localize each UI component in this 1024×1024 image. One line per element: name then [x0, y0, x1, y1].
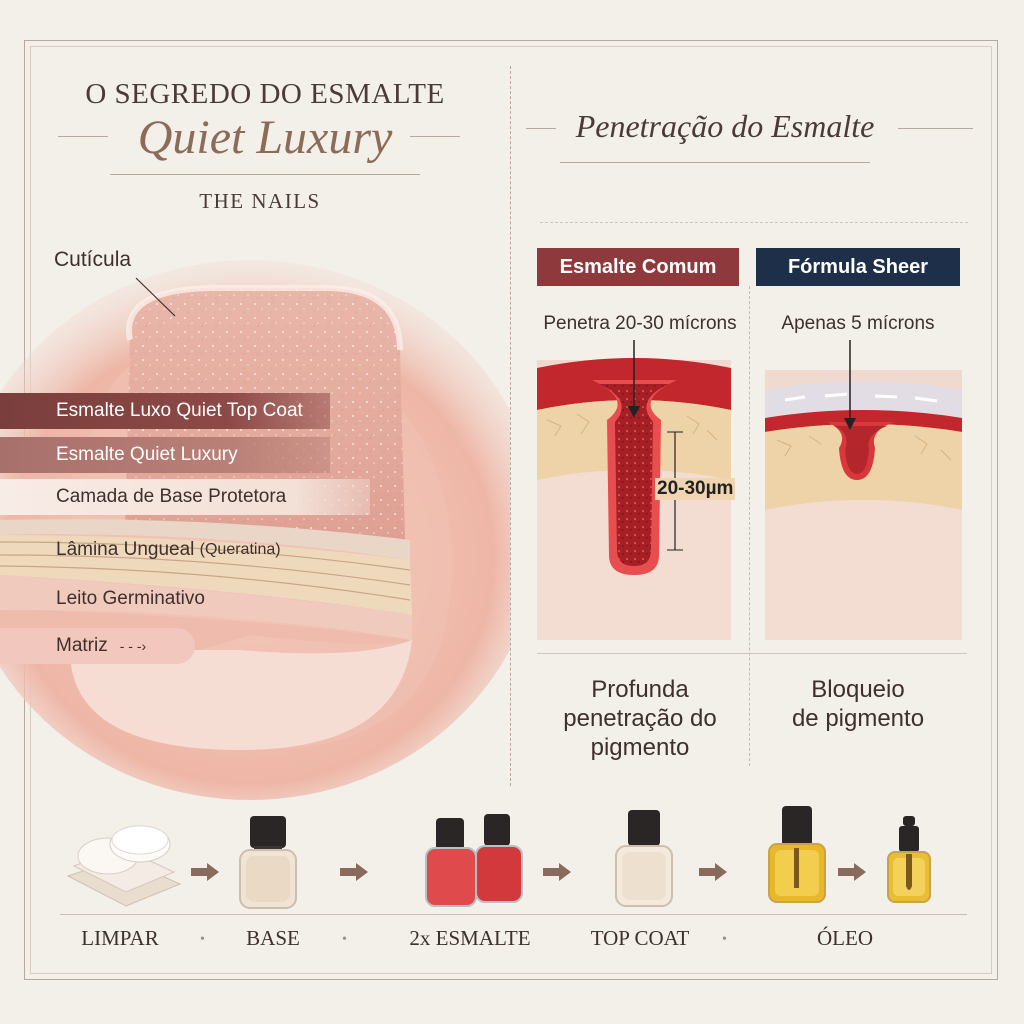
sheer-formula-badge-label: Fórmula Sheer: [787, 255, 929, 278]
common-polish-badge-label: Esmalte Comum: [559, 255, 717, 278]
layer-base-coat: Camada de Base Protetora: [0, 479, 370, 515]
top-coat-bottle-icon: [615, 810, 673, 907]
steps-divider: [60, 914, 967, 915]
step-oil-label: ÓLEO: [817, 926, 873, 950]
arrow-icon-5: [838, 863, 866, 881]
layer-matrix-label: Matriz: [56, 635, 108, 656]
layer-top-coat-label: Esmalte Luxo Quiet Top Coat: [56, 400, 303, 421]
layer-polish: Esmalte Quiet Luxury: [0, 437, 330, 473]
layer-matrix: Matriz - - -›: [0, 628, 195, 664]
arrow-icon-2: [340, 863, 368, 881]
layer-top-coat: Esmalte Luxo Quiet Top Coat: [0, 393, 330, 429]
step-polish-label: 2x ESMALTE: [409, 926, 531, 950]
layer-germinal-bed: Leito Germinativo: [0, 581, 330, 617]
matrix-arrow-icon: - - -›: [119, 638, 147, 654]
common-caption: Profunda penetração do pigmento: [537, 675, 743, 762]
title-divider-right: [410, 136, 460, 137]
brand-name: THE NAILS: [199, 189, 321, 213]
sheer-penetration-note: Apenas 5 mícrons: [781, 313, 935, 334]
layer-nail-plate-label: Lâmina Ungueal: [56, 539, 195, 560]
dropper-oil-bottle-icon: [887, 816, 931, 903]
cotton-pads-icon: [66, 825, 182, 907]
sheer-caption-line-2: de pigmento: [791, 705, 925, 732]
section-underline: [560, 162, 870, 163]
arrow-icon-3: [543, 863, 571, 881]
sheer-caption: Bloqueio de pigmento: [756, 675, 960, 733]
arrow-icon-4: [699, 863, 727, 881]
common-caption-line-3: pigmento: [590, 734, 690, 761]
step-base-label: BASE: [246, 926, 300, 950]
common-polish-cross-section: [537, 340, 731, 640]
step-clean-label: LIMPAR: [81, 926, 159, 950]
layer-germinal-bed-label: Leito Germinativo: [56, 588, 205, 609]
common-caption-line-2: penetração do: [563, 705, 717, 732]
title-divider-left: [58, 136, 108, 137]
common-penetration-note: Penetra 20-30 mícrons: [543, 313, 737, 334]
title-underline: [110, 174, 420, 175]
page-subtitle: Quiet Luxury: [137, 111, 393, 164]
page-title: O SEGREDO DO ESMALTE: [85, 78, 445, 110]
step-separator-dot: •: [200, 932, 205, 947]
cuticle-oil-bottle-icon: [768, 806, 826, 903]
step-top-coat-label: TOP COAT: [590, 926, 690, 950]
nail-anatomy-illustration: [0, 260, 510, 800]
section-divider-left: [526, 128, 556, 129]
layer-base-coat-label: Camada de Base Protetora: [56, 486, 287, 507]
layer-nail-plate: Lâmina Ungueal (Queratina): [0, 532, 400, 568]
common-measure-label: 20-30µm: [655, 478, 736, 500]
cuticle-pointer: [135, 277, 176, 317]
layer-polish-label: Esmalte Quiet Luxury: [56, 444, 238, 465]
section-title: Penetração do Esmalte: [575, 108, 875, 144]
common-polish-badge: Esmalte Comum: [537, 248, 739, 286]
step-separator-dot: •: [722, 932, 727, 947]
section-dashed-line: [540, 222, 968, 223]
caption-divider: [537, 653, 967, 654]
cuticle-label: Cutícula: [54, 248, 132, 271]
arrow-icon-1: [191, 863, 219, 881]
step-separator-dot: •: [342, 932, 347, 947]
section-divider-right: [898, 128, 973, 129]
column-divider: [510, 66, 511, 786]
common-caption-line-1: Profunda: [591, 676, 689, 703]
layer-nail-plate-note: (Queratina): [199, 541, 281, 558]
red-polish-bottles-icon: [425, 814, 523, 907]
sheer-formula-badge: Fórmula Sheer: [756, 248, 960, 286]
sheer-caption-line-1: Bloqueio: [811, 676, 905, 703]
comparison-divider: [749, 286, 750, 766]
sheer-formula-cross-section: [765, 340, 962, 640]
base-bottle-icon: [239, 816, 297, 909]
